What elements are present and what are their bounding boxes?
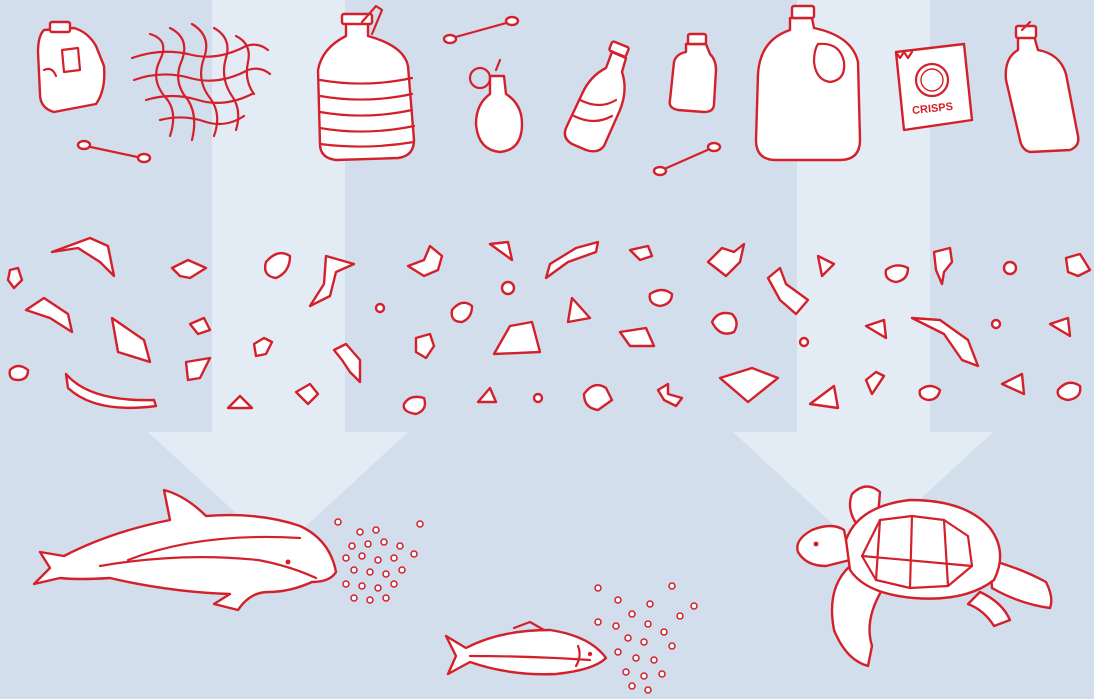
- fragment: [66, 374, 156, 408]
- small-bottle-icon: [670, 34, 716, 112]
- fish-icon: [446, 622, 606, 674]
- fragment: [712, 313, 737, 334]
- fragment: [992, 320, 1000, 328]
- fragment: [10, 366, 28, 380]
- cotton-bud-icon-2: [444, 17, 518, 43]
- fragment: [376, 304, 384, 312]
- bead-cluster-dolphin: [335, 519, 423, 603]
- fragment: [620, 328, 654, 346]
- fragment: [568, 298, 590, 322]
- fragment: [172, 260, 206, 278]
- fragment: [1050, 318, 1070, 336]
- fragment: [490, 242, 512, 260]
- fragment: [1058, 383, 1081, 400]
- crisps-packet-icon: CRISPS: [896, 44, 972, 130]
- fragment: [708, 244, 744, 276]
- fragment: [1004, 262, 1016, 274]
- fragment: [650, 290, 672, 306]
- fragment: [1002, 374, 1024, 394]
- fragment: [186, 358, 210, 380]
- fragment: [404, 397, 425, 414]
- fragment: [26, 298, 72, 332]
- fragment: [8, 268, 22, 288]
- bead-cluster-fish: [595, 583, 697, 693]
- fragment: [934, 248, 952, 284]
- cotton-bud-icon: [78, 141, 150, 162]
- cotton-bud-icon-3: [654, 143, 720, 175]
- fragment: [720, 368, 778, 402]
- fragment: [112, 318, 150, 362]
- fragment: [658, 384, 682, 406]
- fragment: [494, 322, 540, 354]
- fragment: [478, 388, 496, 402]
- fragment: [416, 334, 434, 358]
- fragment: [408, 246, 442, 276]
- fragment: [534, 394, 542, 402]
- fragment: [52, 238, 114, 276]
- milk-jug-icon: [38, 22, 104, 112]
- fragment: [886, 265, 908, 282]
- fragment: [546, 242, 598, 278]
- cleaner-bottle-icon: [1006, 22, 1079, 152]
- fragment: [800, 338, 808, 346]
- fragment: [452, 303, 472, 322]
- fragment: [502, 282, 514, 294]
- fragment: [630, 246, 652, 260]
- fragment: [1066, 254, 1090, 276]
- fragment: [190, 318, 210, 334]
- fragment: [584, 385, 612, 410]
- sauce-bottle-icon: [470, 60, 522, 152]
- fragment: [920, 386, 940, 400]
- soda-bottle-icon: [565, 41, 629, 151]
